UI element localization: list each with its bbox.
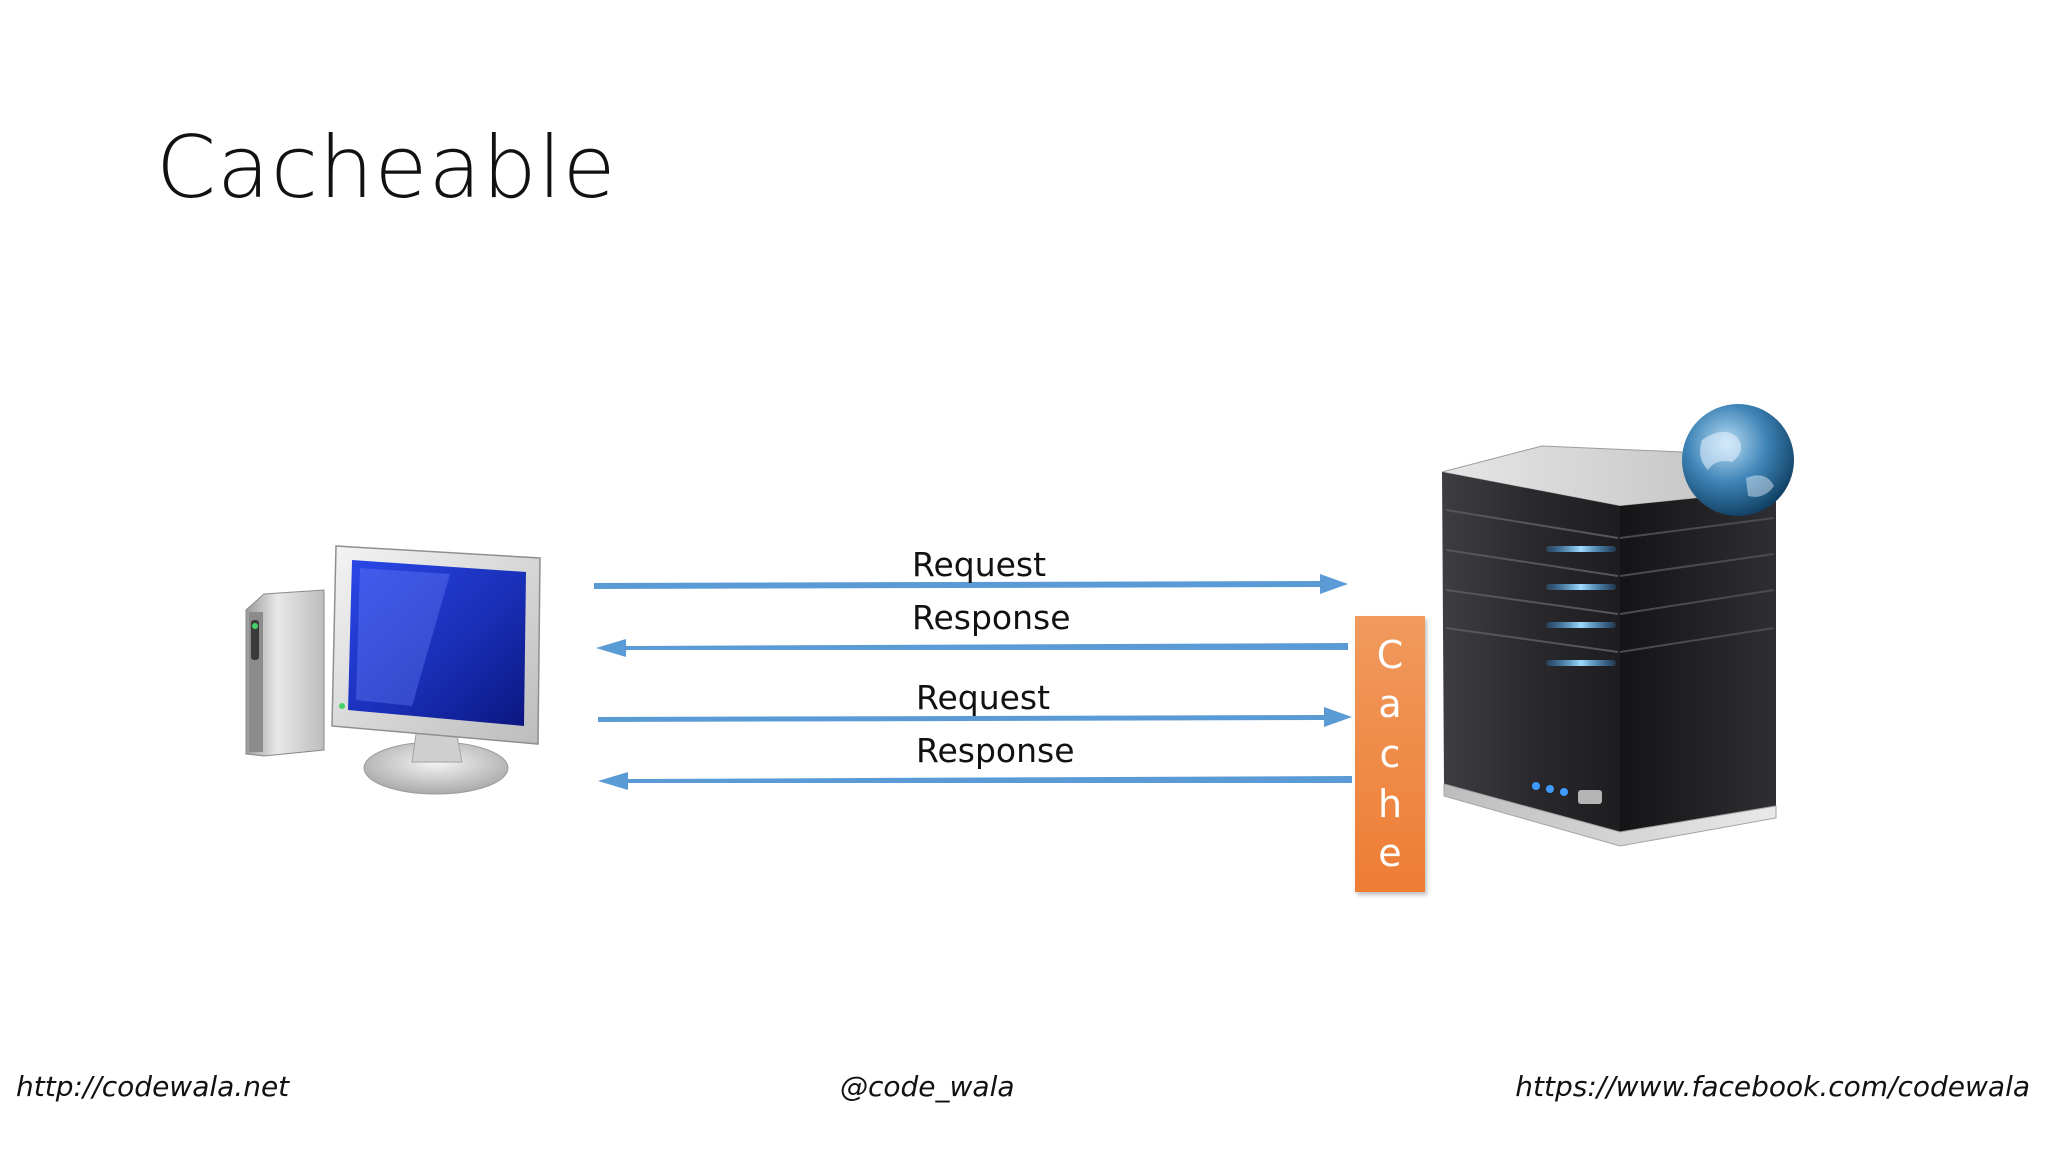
cache-letter: C — [1376, 632, 1404, 677]
cache-letter: e — [1378, 831, 1402, 876]
desktop-computer-icon — [245, 545, 541, 795]
response-arrow-2 — [598, 772, 1352, 790]
web-server-icon — [1441, 404, 1794, 847]
cache-letter: c — [1379, 731, 1401, 776]
request-label-2: Request — [916, 678, 1051, 717]
footer-handle: @code_wala — [840, 1070, 1015, 1103]
footer-website: http://codewala.net — [16, 1070, 290, 1103]
slide-title: Cacheable — [156, 118, 617, 218]
request-arrow-2 — [598, 707, 1352, 727]
response-label-2: Response — [916, 731, 1075, 770]
request-arrow-1 — [594, 574, 1348, 594]
cache-letter: a — [1378, 682, 1402, 727]
cache-box: C a c h e — [1355, 616, 1425, 892]
response-arrow-1 — [596, 639, 1348, 657]
footer-facebook: https://www.facebook.com/codewala — [1515, 1070, 2030, 1103]
response-label-1: Response — [912, 598, 1071, 637]
request-label-1: Request — [912, 545, 1047, 584]
cache-letter: h — [1377, 781, 1403, 826]
